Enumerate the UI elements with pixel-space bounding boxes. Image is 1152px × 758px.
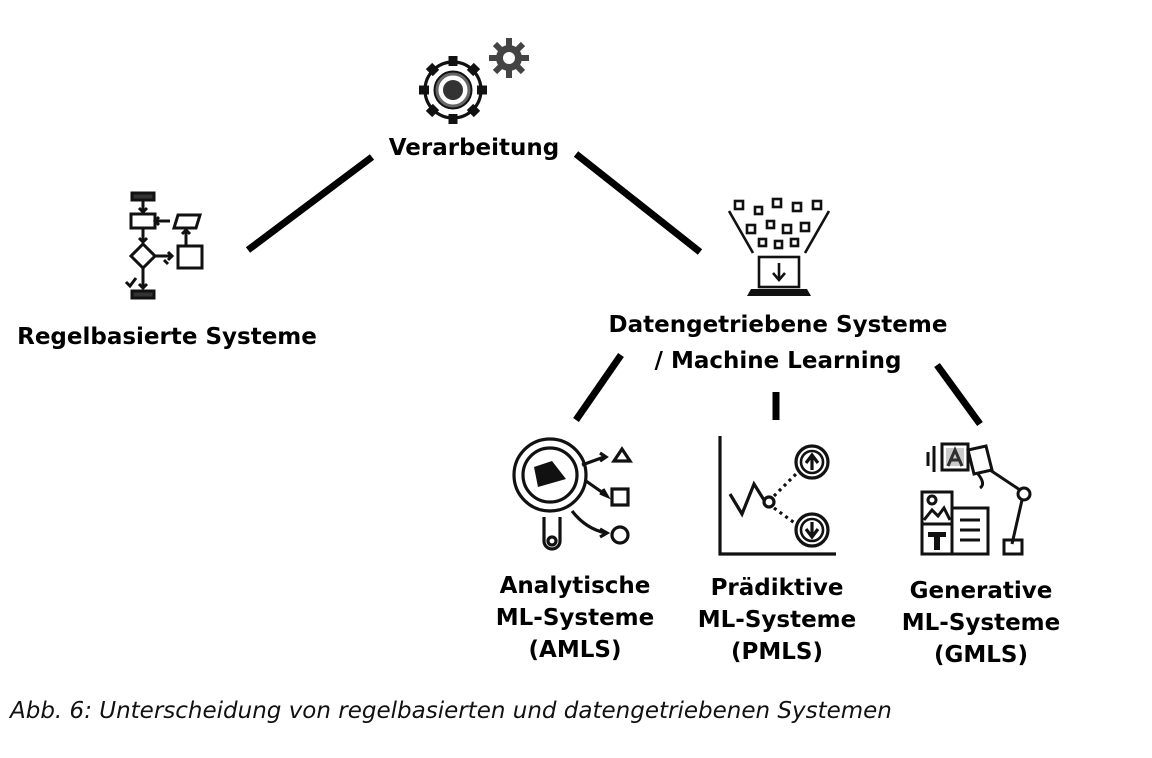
node-amls-label: Analytische ML-Systeme (AMLS): [470, 570, 680, 666]
edge-data-gmls: [934, 362, 983, 427]
flowchart-icon: [124, 191, 204, 300]
node-data-driven-line2: / Machine Learning: [654, 348, 902, 374]
robot-arm-content-icon: [920, 442, 1032, 556]
node-pmls-line1: Prädiktive: [710, 575, 844, 601]
node-gmls-line2: ML-Systeme: [901, 610, 1061, 636]
node-gmls-line3: (GMLS): [933, 642, 1028, 668]
node-rule-based-label: Regelbasierte Systeme: [17, 324, 317, 350]
node-data-driven-line1: Datengetriebene Systeme: [608, 312, 948, 338]
node-amls-line3: (AMLS): [528, 637, 622, 663]
node-amls-line1: Analytische: [499, 573, 651, 599]
node-pmls-line2: ML-Systeme: [697, 607, 857, 633]
node-amls-line2: ML-Systeme: [495, 605, 655, 631]
node-data-driven-label: Datengetriebene Systeme / Machine Learni…: [598, 309, 958, 377]
node-gmls-label: Generative ML-Systeme (GMLS): [876, 575, 1086, 671]
edge-root-rule-based: [245, 154, 375, 253]
figure-caption: Abb. 6: Unterscheidung von regelbasierte…: [10, 698, 892, 724]
edge-root-data-driven: [573, 151, 703, 255]
data-funnel-laptop-icon: [727, 197, 831, 296]
node-root-label: Verarbeitung: [388, 135, 560, 161]
node-pmls-label: Prädiktive ML-Systeme (PMLS): [672, 572, 882, 668]
magnifier-classify-icon: [512, 437, 633, 551]
edge-data-amls: [573, 353, 624, 422]
node-gmls-line1: Generative: [909, 578, 1053, 604]
trend-chart-icon: [718, 436, 836, 556]
gears-icon: [419, 38, 529, 124]
node-pmls-line3: (PMLS): [731, 639, 823, 665]
